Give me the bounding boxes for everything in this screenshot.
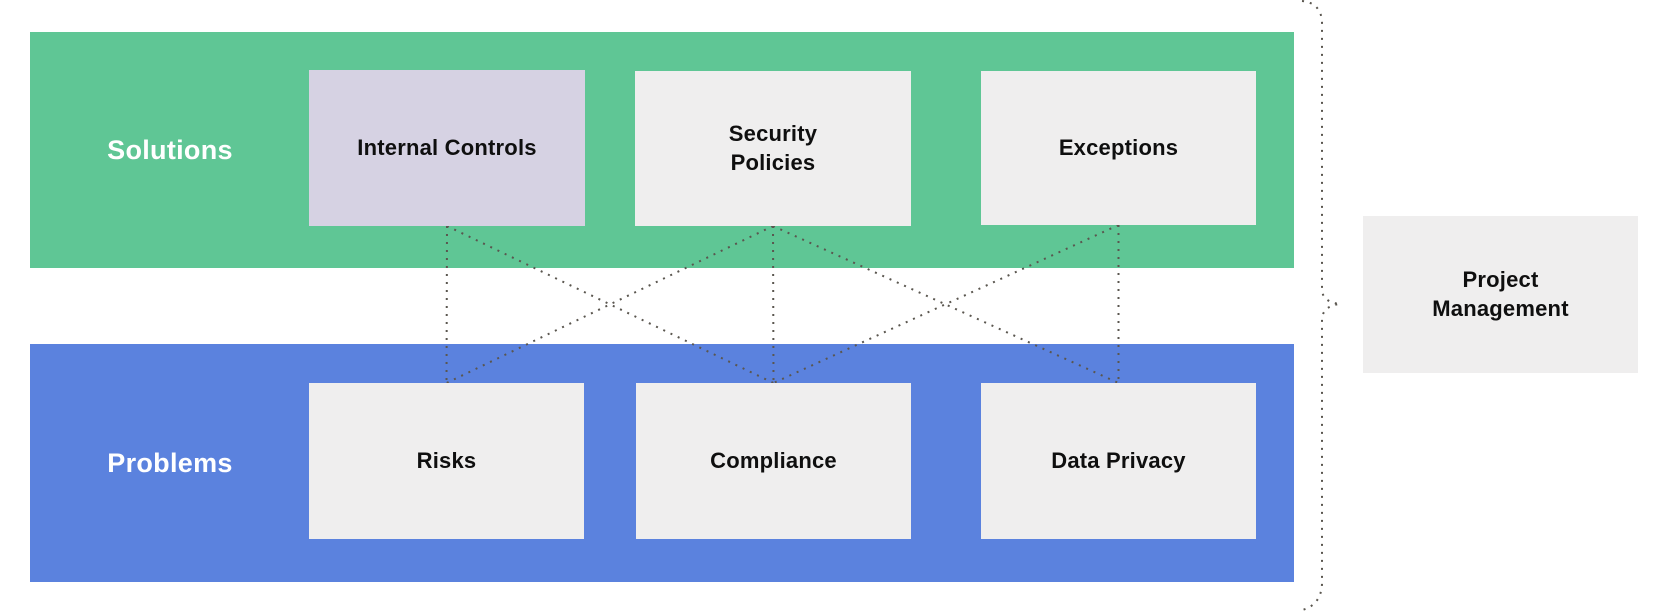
security-policies-box[interactable]: Security Policies xyxy=(635,71,911,226)
exceptions-label: Exceptions xyxy=(1058,134,1179,160)
internal-controls-box[interactable]: Internal Controls xyxy=(309,70,585,226)
problems-row-label: Problems xyxy=(30,344,310,582)
brace-dotted xyxy=(1301,0,1341,611)
internal-controls-label: Internal Controls xyxy=(357,134,537,160)
risks-box[interactable]: Risks xyxy=(309,383,584,539)
exceptions-box[interactable]: Exceptions xyxy=(981,71,1256,225)
project-management-box[interactable]: Project Management xyxy=(1363,216,1638,373)
compliance-label: Compliance xyxy=(710,447,837,473)
risks-label: Risks xyxy=(416,447,477,473)
solutions-row-label-text: Solutions xyxy=(107,134,233,165)
compliance-box[interactable]: Compliance xyxy=(636,383,911,539)
solutions-row-label: Solutions xyxy=(30,32,310,268)
security-policies-label: Security Policies xyxy=(728,120,818,175)
problems-row-label-text: Problems xyxy=(107,447,233,478)
data-privacy-label: Data Privacy xyxy=(1051,447,1186,473)
data-privacy-box[interactable]: Data Privacy xyxy=(981,383,1256,539)
project-management-label: Project Management xyxy=(1432,266,1569,321)
